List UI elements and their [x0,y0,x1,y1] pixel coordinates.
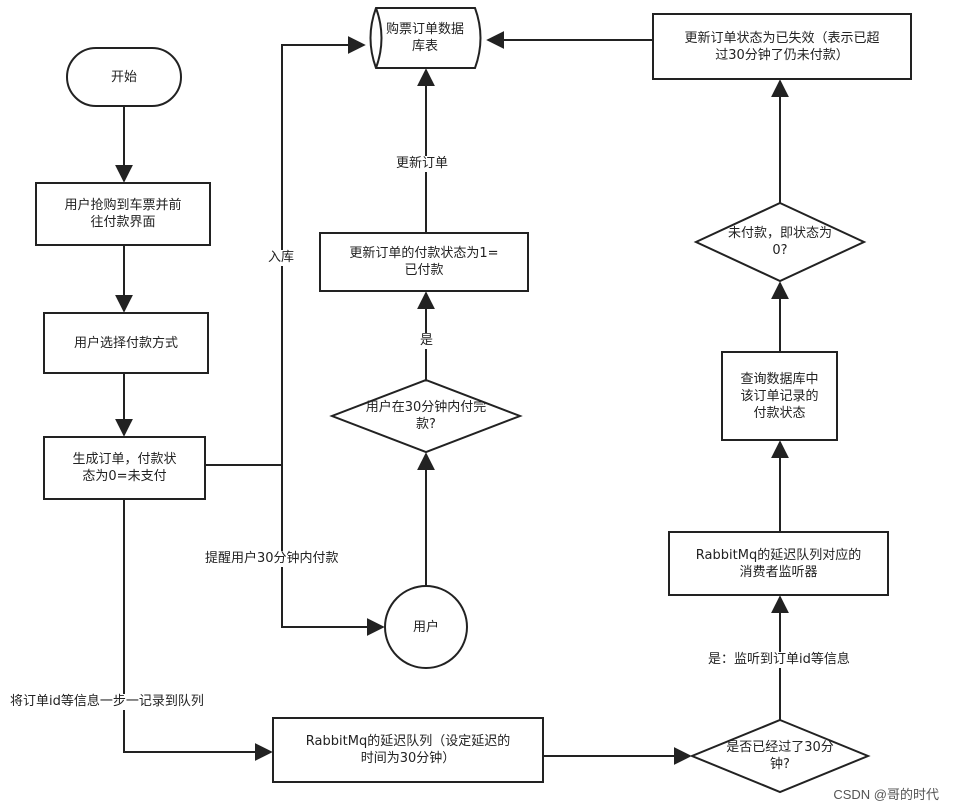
start-label: 开始 [110,69,137,85]
edge-label-update-order: 更新订单 [394,156,451,172]
delay-queue-label: RabbitMq的延迟队列（设定延迟的 时间为30分钟） [305,734,511,766]
choose-payment-box [43,312,209,374]
paid-in-30-label: 用户在30分钟内付完 款? [365,400,487,432]
grab-ticket-box [35,182,211,246]
passed-30-label: 是否已经过了30分 钟? [726,740,834,772]
edge-label-yes-listen: 是：监听到订单id等信息 [706,652,852,668]
arrow-create-to-queue [123,499,273,761]
order-db-label: 购票订单数据 库表 [385,22,464,54]
edge-label-remind: 提醒用户30分钟内付款 [203,551,341,567]
create-order-label: 生成订单，付款状 态为0=未支付 [72,452,177,484]
create-order-box [43,436,206,500]
unpaid-check-diamond [693,201,867,283]
expire-order-box [652,13,912,80]
update-paid-label: 更新订单的付款状态为1= 已付款 [349,246,499,278]
query-db-box [721,351,838,441]
edge-label-enqueue: 将订单id等信息一步一记录到队列 [8,694,206,710]
edge-label-store: 入库 [266,250,297,266]
query-db-label: 查询数据库中 该订单记录的 付款状态 [740,371,819,421]
delay-queue-box [272,717,544,783]
passed-30-diamond [689,718,871,794]
arrow-create-to-user [281,465,385,636]
consumer-box [668,531,889,596]
user-label: 用户 [412,619,439,635]
expire-order-label: 更新订单状态为已失效（表示已超 过30分钟了仍未付款） [684,30,880,63]
choose-payment-label: 用户选择付款方式 [73,335,178,351]
update-paid-box [319,232,529,292]
order-db-cylinder [369,7,482,69]
consumer-label: RabbitMq的延迟队列对应的 消费者监听器 [695,547,862,580]
unpaid-check-label: 未付款，即状态为 0? [727,226,832,258]
edge-label-yes-paid: 是 [418,333,436,349]
paid-in-30-diamond [329,378,523,454]
csdn-watermark: CSDN @哥的时代 [833,787,939,802]
order-db-cylinder-rim [375,7,383,69]
grab-ticket-label: 用户抢购到车票并前 往付款界面 [64,198,182,230]
